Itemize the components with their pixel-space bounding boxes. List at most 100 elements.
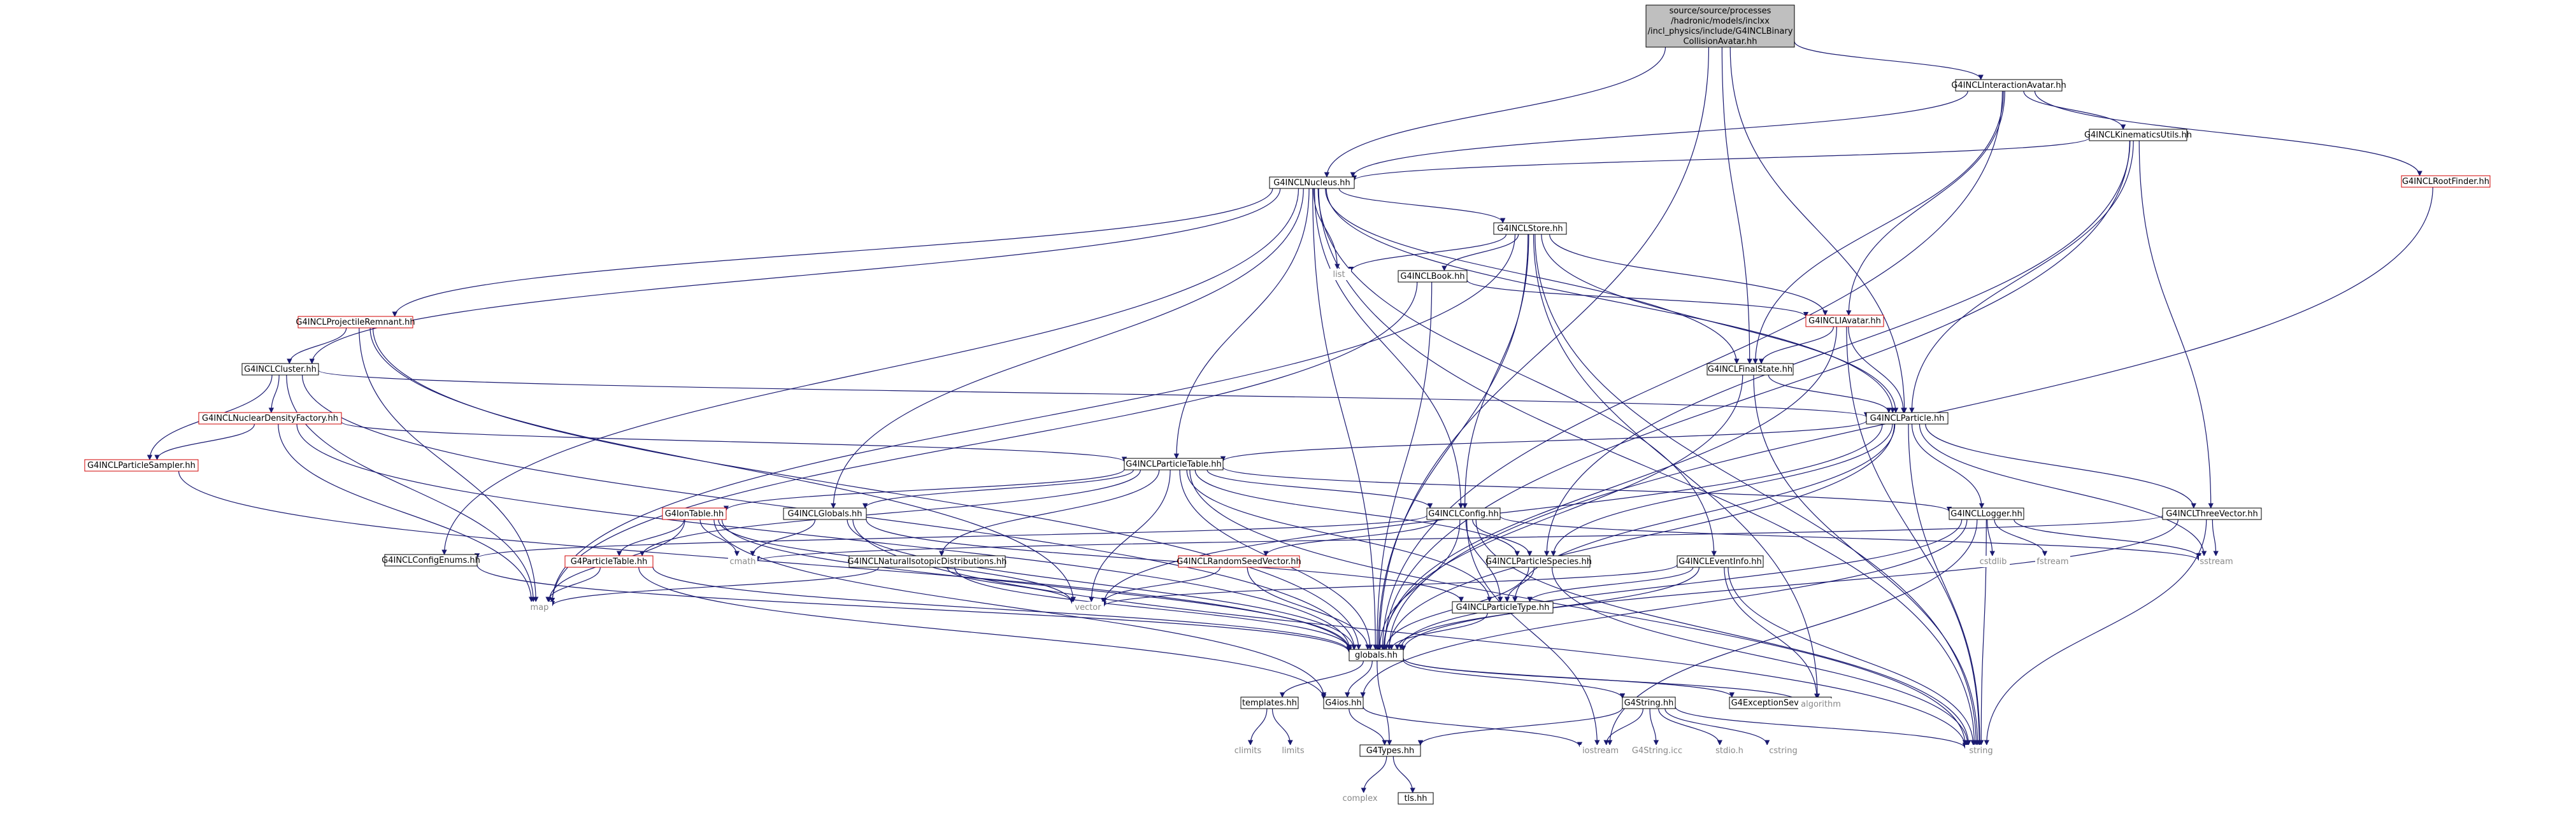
edge-store-to-iavatar [1549,234,1828,316]
node-final_state[interactable]: G4INCLFinalState.hh [1707,363,1794,376]
node-projectile_remnant[interactable]: G4INCLProjectileRemnant.hh [296,316,415,329]
node-globals[interactable]: globals.hh [1349,649,1404,661]
edge-config-to-sstream [1499,516,2201,562]
node-config[interactable]: G4INCLConfig.hh [1426,507,1501,520]
node-sstream: sstream [2199,556,2234,567]
node-interaction_avatar[interactable]: G4INCLInteractionAvatar.hh [1951,79,2066,92]
node-box-fstream [2035,556,2070,567]
node-box-logger [1949,507,2024,520]
node-random_seed_vector[interactable]: G4INCLRandomSeedVector.hh [1177,555,1301,568]
node-label-stdio: stdio.h [1715,746,1743,756]
node-logger[interactable]: G4INCLLogger.hh [1949,507,2024,520]
edge-g4ios-to-iostream [1363,706,1583,747]
edge-g4string-to-iostream [1603,708,1643,746]
node-label-map: map [531,603,549,612]
edge-interaction_avatar-to-root_finder [2034,90,2422,176]
node-root_finder[interactable]: G4INCLRootFinder.hh [2401,175,2491,188]
edge-book-to-map [549,281,1418,604]
node-label-g4string_icc: G4String.icc [1632,746,1682,756]
edge-nuclear_density_factory-to-particle_table [341,421,1127,462]
node-event_info[interactable]: G4INCLEventInfo.hh [1677,555,1764,568]
edge-globals-to-g4ios [1344,660,1373,698]
node-box-natural_isotopic [848,555,1006,568]
node-g4particle_table[interactable]: G4ParticleTable.hh [564,555,654,568]
node-label-root: source/source/processes [1670,6,1771,16]
node-box-g4string_icc [1628,745,1687,756]
node-g4string[interactable]: G4String.hh [1622,696,1676,709]
edge-globals-to-g4string [1403,660,1626,699]
node-box-particle_sampler [84,459,199,472]
edge-particle-to-sstream [1919,423,2207,556]
node-label-list: list [1333,270,1345,279]
edge-interaction_avatar-to-nucleus [1350,90,1968,178]
edge-particle_table-to-config [1206,469,1433,509]
node-box-cmath [728,556,757,567]
edge-interaction_avatar-to-globals [1380,90,2003,650]
node-config_enums[interactable]: G4INCLConfigEnums.hh [382,554,480,567]
node-box-interaction_avatar [1955,79,2063,92]
edge-g4particle_table-to-g4ios [638,567,1327,700]
node-cmath: cmath [728,556,757,567]
edge-interaction_avatar-to-kinematics_utils [2023,90,2126,130]
edge-book-to-iavatar [1466,279,1809,318]
edge-kinematics_utils-to-three_vector [2138,140,2214,509]
node-label-templates: templates.hh [1242,698,1297,708]
node-particle_type[interactable]: G4INCLParticleType.hh [1452,601,1554,614]
node-kinematics_utils[interactable]: G4INCLKinematicsUtils.hh [2084,129,2192,141]
node-label-particle_type: G4INCLParticleType.hh [1456,603,1550,612]
node-particle_table[interactable]: G4INCLParticleTable.hh [1124,458,1224,470]
node-ion_table[interactable]: G4IonTable.hh [662,507,727,520]
node-cluster[interactable]: G4INCLCluster.hh [241,363,319,376]
node-label-g4ios: G4ios.hh [1325,698,1361,708]
node-g4types[interactable]: G4Types.hh [1359,744,1421,757]
node-particle_sampler[interactable]: G4INCLParticleSampler.hh [84,459,199,472]
node-box-particle_table [1124,458,1224,470]
node-g4ios[interactable]: G4ios.hh [1323,696,1364,709]
edge-random_seed_vector-to-vector [1101,567,1220,604]
node-box-config [1426,507,1501,520]
node-box-list [1327,269,1351,280]
node-label-ion_table: G4IonTable.hh [665,509,724,519]
edge-iavatar-to-final_state [1758,326,1835,364]
node-list: list [1327,269,1351,280]
node-natural_isotopic[interactable]: G4INCLNaturalIsotopicDistributions.hh [847,555,1007,568]
node-label-cluster: G4INCLCluster.hh [244,365,317,374]
edge-globals_incl-to-string [852,519,1968,748]
edge-three_vector-to-sstream [2212,519,2219,556]
node-particle[interactable]: G4INCLParticle.hh [1866,412,1949,425]
node-box-particle [1866,412,1949,425]
edge-event_info-to-string [1728,567,1976,746]
node-store[interactable]: G4INCLStore.hh [1493,222,1567,235]
node-templates[interactable]: templates.hh [1240,696,1299,709]
edge-g4particle_table-to-map [545,567,601,602]
edge-templates-to-climits [1247,708,1268,746]
node-label-string: string [1969,746,1993,756]
edge-natural_isotopic-to-map [549,567,880,607]
node-globals_incl[interactable]: G4INCLGlobals.hh [783,507,867,520]
edge-store-to-particle [1541,234,1899,413]
node-g4string_icc: G4String.icc [1628,745,1687,756]
edge-event_info-to-vector [1101,564,1678,607]
node-book[interactable]: G4INCLBook.hh [1398,270,1468,283]
node-box-book [1398,270,1468,283]
node-tls[interactable]: tls.hh [1398,792,1434,805]
node-label-final_state: G4INCLFinalState.hh [1708,365,1792,374]
node-iavatar[interactable]: G4INCLIAvatar.hh [1805,315,1884,327]
edge-config-to-iostream [1466,519,1600,746]
edge-g4particle_table-to-globals [652,567,1352,653]
node-label-config_enums: G4INCLConfigEnums.hh [382,556,480,565]
node-label-tls: tls.hh [1404,794,1427,803]
edge-particle_table-to-particle_species [1194,469,1520,556]
node-label-event_info: G4INCLEventInfo.hh [1678,557,1761,567]
node-nuclear_density_factory[interactable]: G4INCLNuclearDensityFactory.hh [198,412,342,425]
node-particle_species[interactable]: G4INCLParticleSpecies.hh [1485,555,1592,568]
node-label-particle_sampler: G4INCLParticleSampler.hh [87,461,196,470]
edge-globals-to-g4types [1377,660,1392,746]
node-root[interactable]: source/source/processes/hadronic/models/… [1645,4,1795,48]
node-nucleus[interactable]: G4INCLNucleus.hh [1269,176,1355,189]
edge-globals_incl-to-globals [847,519,1357,650]
node-label-complex: complex [1342,794,1377,803]
edge-particle_table-to-vector [1089,469,1171,602]
node-three_vector[interactable]: G4INCLThreeVector.hh [2162,507,2262,520]
node-box-three_vector [2162,507,2262,520]
